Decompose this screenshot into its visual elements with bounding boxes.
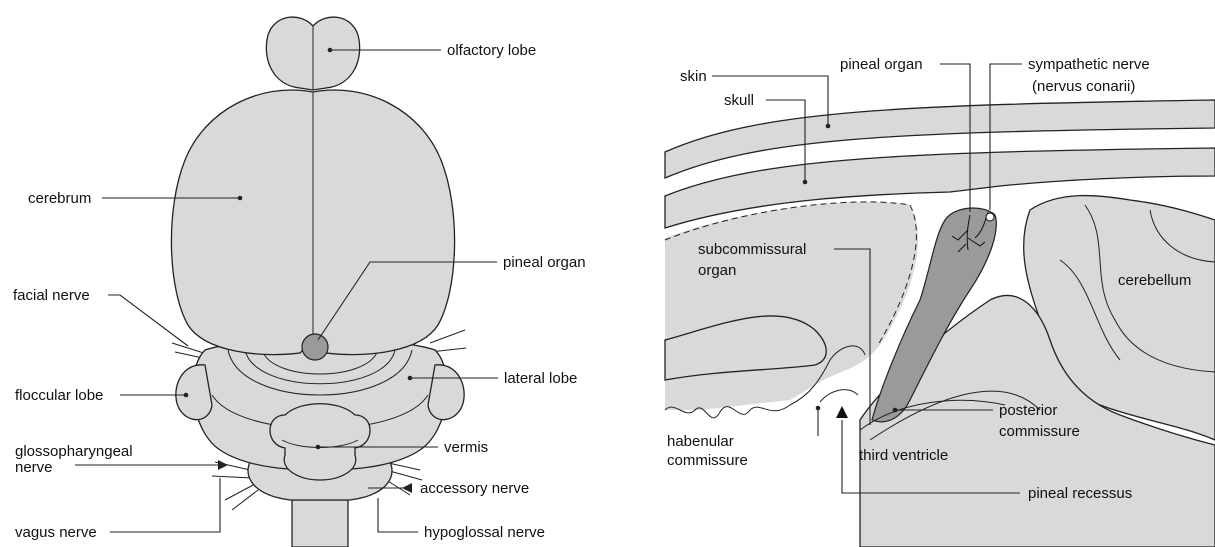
- label-subcommissural-1: subcommissural: [698, 241, 806, 258]
- dorsal-brain-view: olfactory lobe cerebrum pineal organ fac…: [13, 17, 586, 547]
- label-floccular-lobe: floccular lobe: [15, 387, 103, 404]
- label-facial-nerve: facial nerve: [13, 287, 90, 304]
- label-hypoglossal-nerve: hypoglossal nerve: [424, 524, 545, 541]
- pineal-recessus-marker: [836, 406, 848, 418]
- forebrain-region: [665, 202, 918, 410]
- spinal-cord: [292, 500, 348, 547]
- label-habenular-1: habenular: [667, 433, 734, 450]
- label-vermis: vermis: [444, 439, 488, 456]
- label-sympathetic-nerve-2: (nervus conarii): [1032, 78, 1135, 95]
- label-glossopharyngeal-1: glossopharyngeal: [15, 443, 133, 460]
- pineal-organ-dorsal: [302, 334, 328, 360]
- label-pineal-organ-left: pineal organ: [503, 254, 586, 271]
- label-glossopharyngeal-2: nerve: [15, 459, 53, 476]
- label-olfactory-lobe: olfactory lobe: [447, 42, 536, 59]
- label-third-ventricle: third ventricle: [859, 447, 948, 464]
- label-subcommissural-2: organ: [698, 262, 736, 279]
- label-cerebrum: cerebrum: [28, 190, 91, 207]
- floccular-lobe-left: [176, 365, 212, 420]
- label-lateral-lobe: lateral lobe: [504, 370, 577, 387]
- label-pineal-organ-right: pineal organ: [840, 56, 923, 73]
- floccular-lobe-right: [428, 365, 464, 420]
- label-sympathetic-nerve-1: sympathetic nerve: [1028, 56, 1150, 73]
- label-skin: skin: [680, 68, 707, 85]
- label-cerebellum: cerebellum: [1118, 272, 1191, 289]
- label-posterior-1: posterior: [999, 402, 1057, 419]
- label-vagus-nerve: vagus nerve: [15, 524, 97, 541]
- label-accessory-nerve: accessory nerve: [420, 480, 529, 497]
- label-skull: skull: [724, 92, 754, 109]
- label-posterior-2: commissure: [999, 423, 1080, 440]
- label-habenular-2: commissure: [667, 452, 748, 469]
- label-pineal-recessus: pineal recessus: [1028, 485, 1132, 502]
- sagittal-section-view: skin skull pineal organ sympathetic nerv…: [665, 56, 1215, 547]
